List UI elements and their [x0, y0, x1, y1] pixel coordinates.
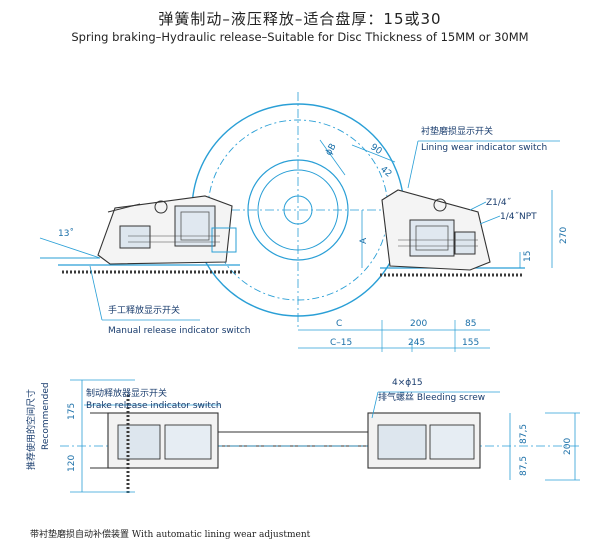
- dim-87b-label: 87,5: [519, 456, 529, 476]
- dim-155-label: 155: [462, 338, 479, 348]
- holes-label: 4×ϕ15: [392, 378, 423, 388]
- manual-en-label: Manual release indicator switch: [108, 326, 250, 336]
- right-caliper: [381, 189, 491, 271]
- port-callouts: Z1/4˝ 1/4˝NPT: [469, 197, 537, 225]
- lining-en-label: Lining wear indicator switch: [421, 143, 547, 153]
- title-chinese: 弹簧制动–液压释放–适合盘厚：15或30: [158, 10, 442, 28]
- dim-120-label: 120: [67, 455, 77, 472]
- footer-note: 带衬垫磨损自动补偿装置 With automatic lining wear a…: [30, 530, 311, 540]
- brake-release-cn-label: 制动释放器显示开关: [86, 387, 167, 399]
- bottom-dims: 175 120 87,5 87,5 200: [67, 403, 573, 476]
- dim-Cm15-label: C–15: [330, 338, 352, 348]
- bottom-view: [60, 379, 580, 495]
- dim-A: A: [359, 210, 369, 268]
- phiB-label: ϕB: [324, 142, 339, 158]
- recommended-cn-label: 推荐使用的空间尺寸: [25, 389, 37, 470]
- z14-label: Z1/4˝: [486, 197, 512, 208]
- dim-A-label: A: [359, 237, 369, 244]
- dim-245-label: 245: [408, 338, 425, 348]
- manual-cn-label: 手工释放显示开关: [108, 304, 180, 316]
- dim-200-label: 200: [410, 319, 427, 329]
- manual-callout: 手工释放显示开关 Manual release indicator switch: [89, 265, 250, 336]
- dim-85-label: 85: [465, 319, 476, 329]
- dim-270-label: 270: [559, 227, 569, 244]
- npt-label: 1/4˝NPT: [500, 211, 537, 222]
- brake-release-en-label: Brake release indicator switch: [86, 401, 222, 411]
- dim-42-label: 42: [378, 165, 393, 180]
- dim-175-label: 175: [67, 403, 77, 420]
- left-caliper: [97, 195, 237, 265]
- brake-release-callout: 制动释放器显示开关 Brake release indicator switch: [84, 387, 222, 411]
- top-dims: ϕB 90 42: [319, 139, 396, 180]
- bleed-label: 排气螺丝 Bleeding screw: [378, 391, 485, 403]
- recommended-label: 推荐使用的空间尺寸 Recommended: [25, 382, 51, 470]
- title-english: Spring braking–Hydraulic release–Suitabl…: [71, 30, 529, 44]
- recommended-en-label: Recommended: [41, 382, 51, 450]
- dim-200b-label: 200: [563, 438, 573, 455]
- dim-87a-label: 87,5: [519, 424, 529, 444]
- bleed-callout: 4×ϕ15 排气螺丝 Bleeding screw: [371, 378, 500, 419]
- lining-cn-label: 衬垫磨损显示开关: [421, 125, 493, 137]
- right-vertical-dims: 270 15: [519, 190, 569, 268]
- dim-15-label: 15: [523, 251, 533, 262]
- horizontal-dims: C 200 85 C–15 245 155: [298, 319, 490, 352]
- angle-marker: 13˚: [39, 228, 101, 259]
- angle-13-label: 13˚: [58, 228, 74, 239]
- dim-C-label: C: [336, 319, 342, 329]
- lining-callout: 衬垫磨损显示开关 Lining wear indicator switch: [407, 125, 560, 189]
